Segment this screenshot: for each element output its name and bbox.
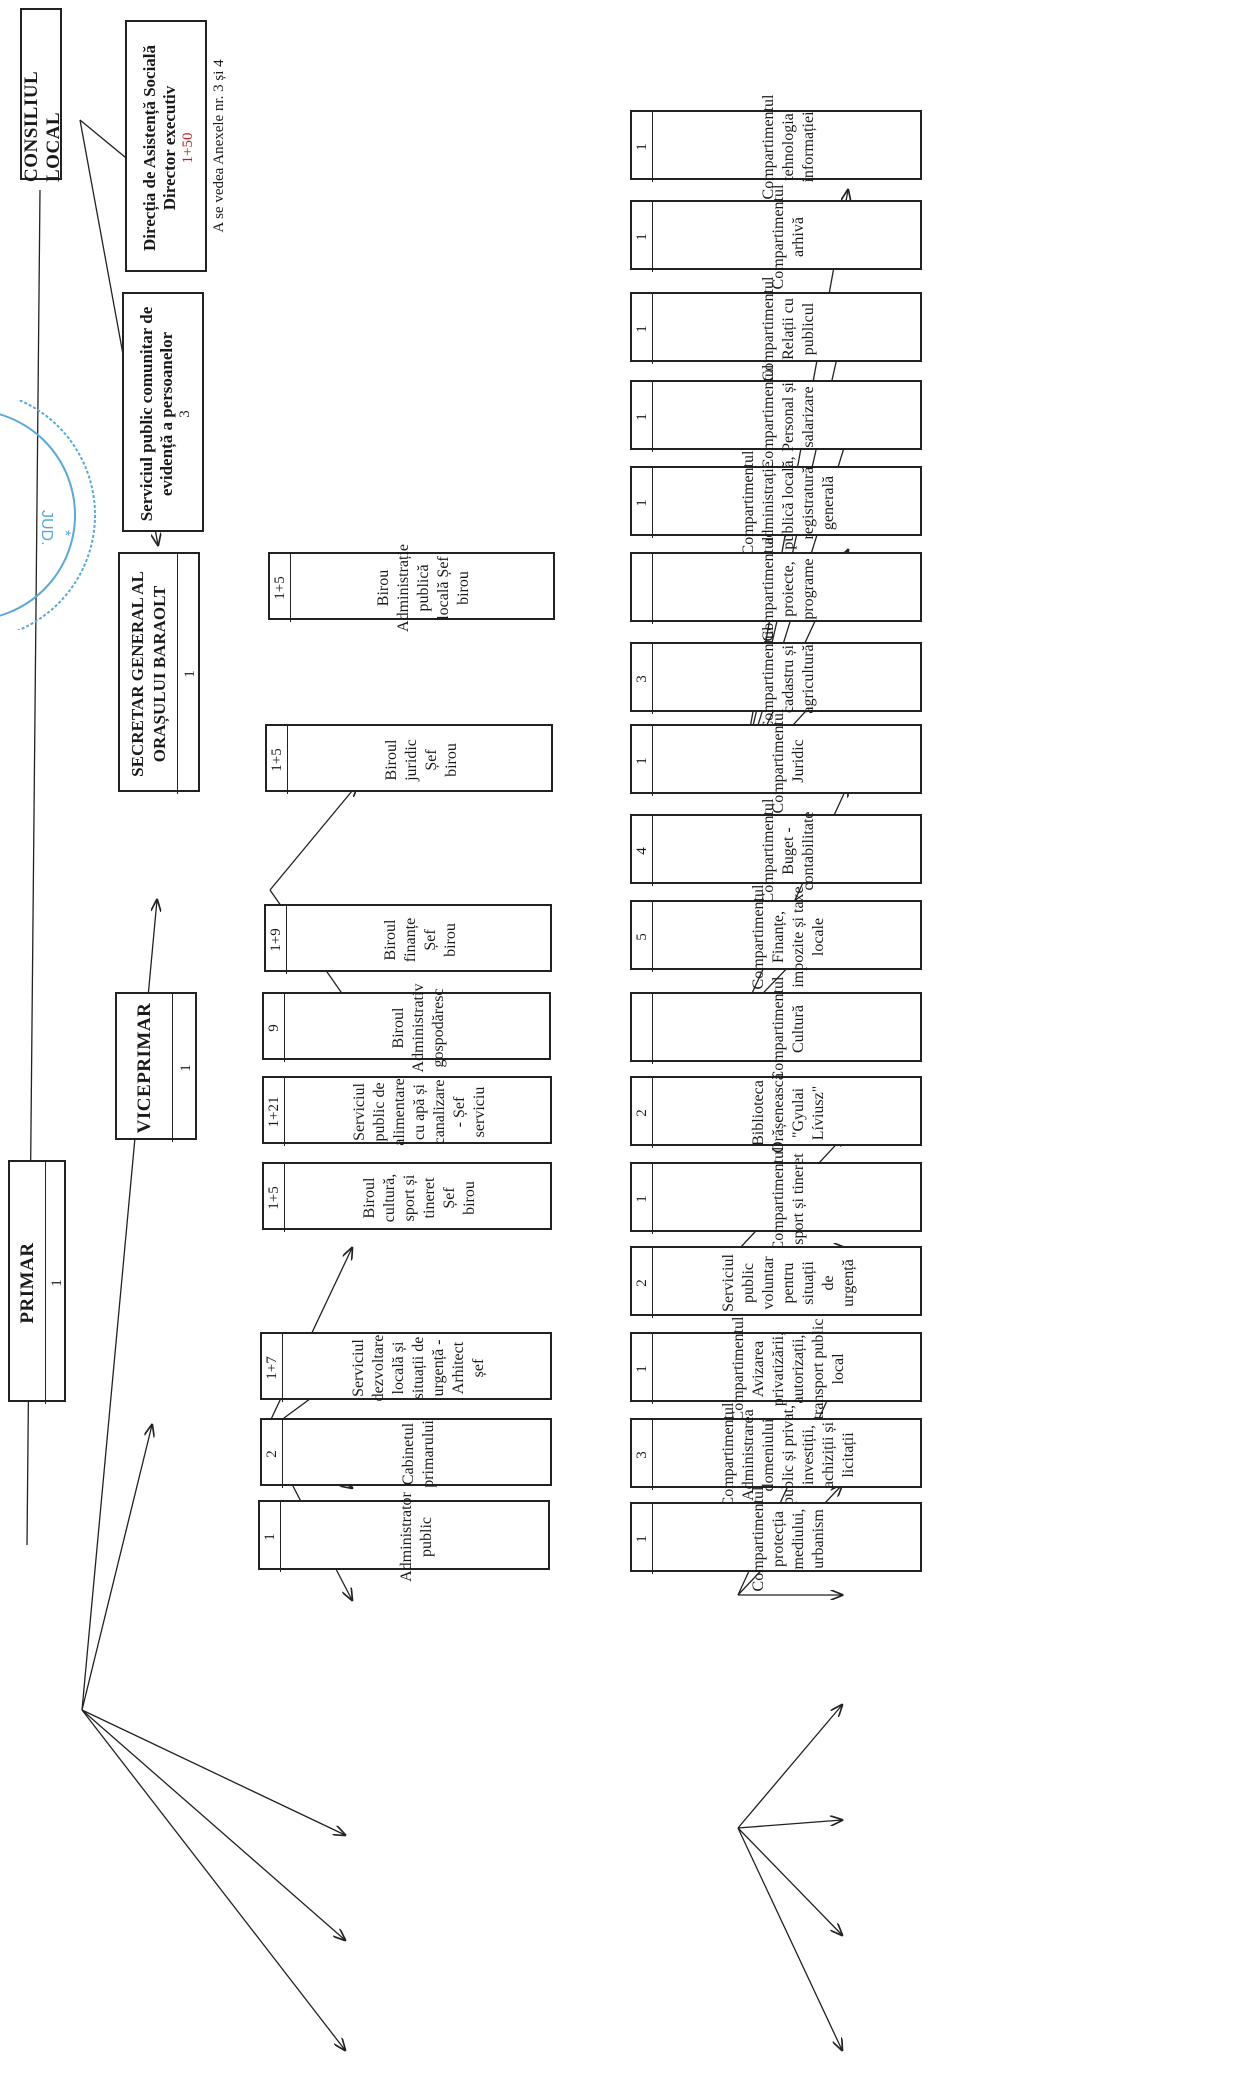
biroul-finante-box-count: 1+9 xyxy=(267,928,284,952)
biroul-finante-box-label: Biroul finanțe Șef birou xyxy=(381,917,459,963)
administrator-public-box-label: Administrator public xyxy=(397,1492,435,1582)
consiliul-local-box: CONSILIUL LOCAL xyxy=(20,8,64,182)
compartiment-box-13-count: 1 xyxy=(633,413,650,421)
serviciul-dezvoltare-box-count: 1+7 xyxy=(263,1356,280,1380)
primar-num: 1 xyxy=(48,1279,65,1287)
biroul-administrativ-box-label: Biroul Administrativ gospodăresc xyxy=(390,983,447,1073)
biroul-cultura-box-count: 1+5 xyxy=(265,1186,282,1210)
compartiment-box-8-count: 4 xyxy=(633,847,650,855)
serviciul-apa-canal-box: Serviciul public de alimentare cu apă și… xyxy=(262,1076,552,1146)
birou-admin-publica-box-count: 1+5 xyxy=(271,576,288,600)
compartiment-box-0: Compartimentul protecția mediului, urban… xyxy=(630,1487,922,1591)
compartiment-box-2: Compartimentul Avizarea privatizării, au… xyxy=(630,1317,922,1421)
secretar-num: 1 xyxy=(181,670,198,678)
administrator-public-box-count: 1 xyxy=(261,1533,278,1541)
compartiment-box-14-count: 1 xyxy=(633,325,650,333)
biroul-administrativ-box: Biroul Administrativ gospodăresc 9 xyxy=(262,984,551,1072)
evidenta-num: 3 xyxy=(176,410,193,418)
compartiment-box-6: Compartimentul Cultură xyxy=(630,977,922,1081)
compartiment-box-3-label: Serviciul public voluntar pentru situați… xyxy=(719,1254,857,1312)
biroul-administrativ-box-count: 9 xyxy=(265,1024,282,1032)
compartiment-box-6-label: Compartimentul Cultură xyxy=(769,976,807,1082)
compartiment-box-16-count: 1 xyxy=(633,143,650,151)
directia-title: Direcția de Asistență Socială xyxy=(139,44,159,252)
viceprimar-title: VICEPRIMAR xyxy=(133,1002,155,1134)
compartiment-box-1: Compartimentul Administrarea domeniului … xyxy=(630,1403,922,1507)
directia-note: A se vedea Anexele nr. 3 și 4 xyxy=(210,59,227,233)
compartiment-box-0-count: 1 xyxy=(633,1535,650,1543)
directia-num: 1+50 xyxy=(179,132,196,164)
directia-director: Director executiv xyxy=(159,85,179,211)
compartiment-box-5-label: Biblioteca Orășenească "Gyulai Líviusz" xyxy=(749,1073,827,1153)
consiliul-local-title: CONSILIUL LOCAL xyxy=(21,71,64,182)
compartiment-box-4-label: Compartimentul sport și tineret xyxy=(769,1146,807,1252)
serviciul-evidenta-box: Serviciul public comunitar de evidență a… xyxy=(122,292,204,532)
compartiment-box-3-count: 2 xyxy=(633,1279,650,1287)
compartiment-box-7-label: Compartimentul Finanțe, impozite și taxe… xyxy=(749,884,827,990)
serviciul-dezvoltare-box-label: Serviciul dezvoltare locală și situații … xyxy=(349,1334,487,1402)
official-stamp: JUD. * xyxy=(0,400,96,630)
biroul-juridic-box-count: 1+5 xyxy=(268,748,285,772)
biroul-cultura-box-label: Biroul cultură, sport și tineret Șef bir… xyxy=(360,1173,478,1223)
compartiment-box-12-count: 1 xyxy=(633,499,650,507)
svg-text:*: * xyxy=(56,530,73,536)
compartiment-box-9-count: 1 xyxy=(633,757,650,765)
compartiment-box-4-count: 1 xyxy=(633,1195,650,1203)
birou-admin-publica-box-label: Birou Administrație publică locală Șef b… xyxy=(375,544,472,632)
compartiment-box-15-count: 1 xyxy=(633,233,650,241)
compartiment-box-0-label: Compartimentul protecția mediului, urban… xyxy=(749,1486,827,1592)
compartiment-box-5-count: 2 xyxy=(633,1109,650,1117)
compartiment-box-5: Biblioteca Orășenească "Gyulai Líviusz" 2 xyxy=(630,1073,922,1153)
serviciul-apa-canal-box-count: 1+21 xyxy=(265,1096,282,1128)
compartiment-box-12: Compartimentul administrație publică loc… xyxy=(630,451,922,555)
birou-admin-publica-box: Birou Administrație publică locală Șef b… xyxy=(268,544,555,632)
secretar-title: SECRETAR GENERAL AL ORAȘULUI BARAOLT xyxy=(128,571,169,777)
compartiment-box-15: Compartimentul arhivă 1 xyxy=(630,185,922,289)
compartiment-box-11: Compartimentul proiecte, programe xyxy=(630,537,922,641)
administrator-public-box: Administrator public 1 xyxy=(258,1492,550,1582)
svg-text:JUD.: JUD. xyxy=(38,510,55,546)
cabinetul-primarului-box: Cabinetul primarului 2 xyxy=(260,1418,552,1488)
compartiment-box-10-count: 3 xyxy=(633,675,650,683)
compartiment-box-4: Compartimentul sport și tineret 1 xyxy=(630,1147,922,1251)
compartiment-box-3: Serviciul public voluntar pentru situați… xyxy=(630,1246,922,1318)
serviciul-apa-canal-box-label: Serviciul public de alimentare cu apă și… xyxy=(350,1078,488,1146)
cabinetul-primarului-box-count: 2 xyxy=(263,1450,280,1458)
biroul-finante-box: Biroul finanțe Șef birou 1+9 xyxy=(264,904,552,974)
biroul-juridic-box: Biroul juridic Șef birou 1+5 xyxy=(265,724,553,794)
directia-asistenta-box: Direcția de Asistență Socială Director e… xyxy=(125,20,207,272)
compartiment-box-7-count: 5 xyxy=(633,933,650,941)
evidenta-title: Serviciul public comunitar de evidență a… xyxy=(136,306,176,522)
viceprimar-box: VICEPRIMAR 1 xyxy=(115,992,199,1142)
viceprimar-num: 1 xyxy=(177,1064,194,1072)
compartiment-box-15-label: Compartimentul arhivă xyxy=(769,184,807,290)
serviciul-dezvoltare-box: Serviciul dezvoltare locală și situații … xyxy=(260,1332,552,1402)
cabinetul-primarului-box-label: Cabinetul primarului xyxy=(399,1420,437,1488)
secretar-general-box: SECRETAR GENERAL AL ORAȘULUI BARAOLT 1 xyxy=(118,552,202,794)
compartiment-box-1-count: 3 xyxy=(633,1451,650,1459)
biroul-cultura-box: Biroul cultură, sport și tineret Șef bir… xyxy=(262,1162,552,1232)
primar-box: PRIMAR 1 xyxy=(8,1160,68,1404)
compartiment-box-7: Compartimentul Finanțe, impozite și taxe… xyxy=(630,885,922,989)
primar-title: PRIMAR xyxy=(16,1242,38,1324)
biroul-juridic-box-label: Biroul juridic Șef birou xyxy=(382,739,460,781)
compartiment-box-2-count: 1 xyxy=(633,1365,650,1373)
